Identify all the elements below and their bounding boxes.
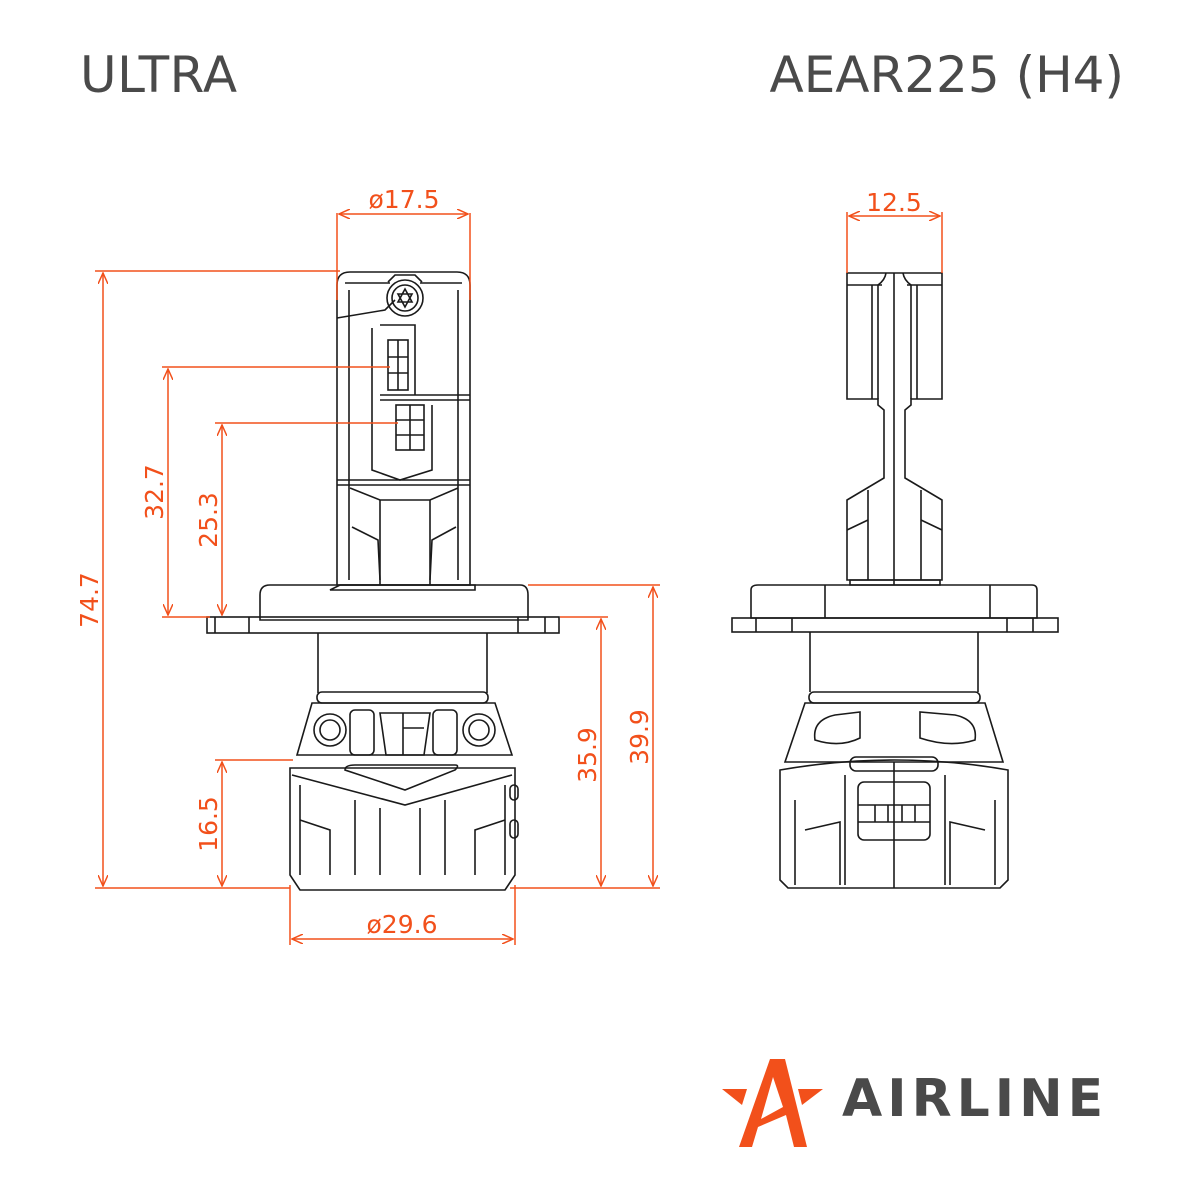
- dim-base-diameter: ø29.6: [367, 910, 438, 939]
- airline-logo: AIRLINE: [722, 1055, 1122, 1150]
- side-view-dimensions: [846, 212, 943, 273]
- dim-base-section-height: 16.5: [194, 796, 223, 852]
- product-series-title: ULTRA: [80, 46, 238, 104]
- dim-top-diameter: ø17.5: [369, 185, 440, 214]
- front-view-dimensions: [95, 213, 660, 945]
- front-view-dimension-labels: ø17.5 74.7 32.7 25.3 16.5 35.9 39.9 ø29.…: [75, 185, 654, 939]
- dim-collar-to-bottom: 39.9: [625, 709, 654, 765]
- dim-side-top-width: 12.5: [866, 188, 922, 217]
- dim-lower-led-height: 25.3: [194, 492, 223, 548]
- dim-flange-to-bottom: 35.9: [573, 727, 602, 783]
- side-view-bulb: [731, 272, 1059, 889]
- product-model-title: AEAR225 (H4): [769, 46, 1125, 104]
- airline-star-icon: [722, 1059, 823, 1147]
- dim-total-height: 74.7: [75, 572, 104, 628]
- airline-wordmark: AIRLINE: [842, 1069, 1109, 1129]
- front-view-bulb: [206, 271, 560, 891]
- dim-upper-led-height: 32.7: [140, 464, 169, 520]
